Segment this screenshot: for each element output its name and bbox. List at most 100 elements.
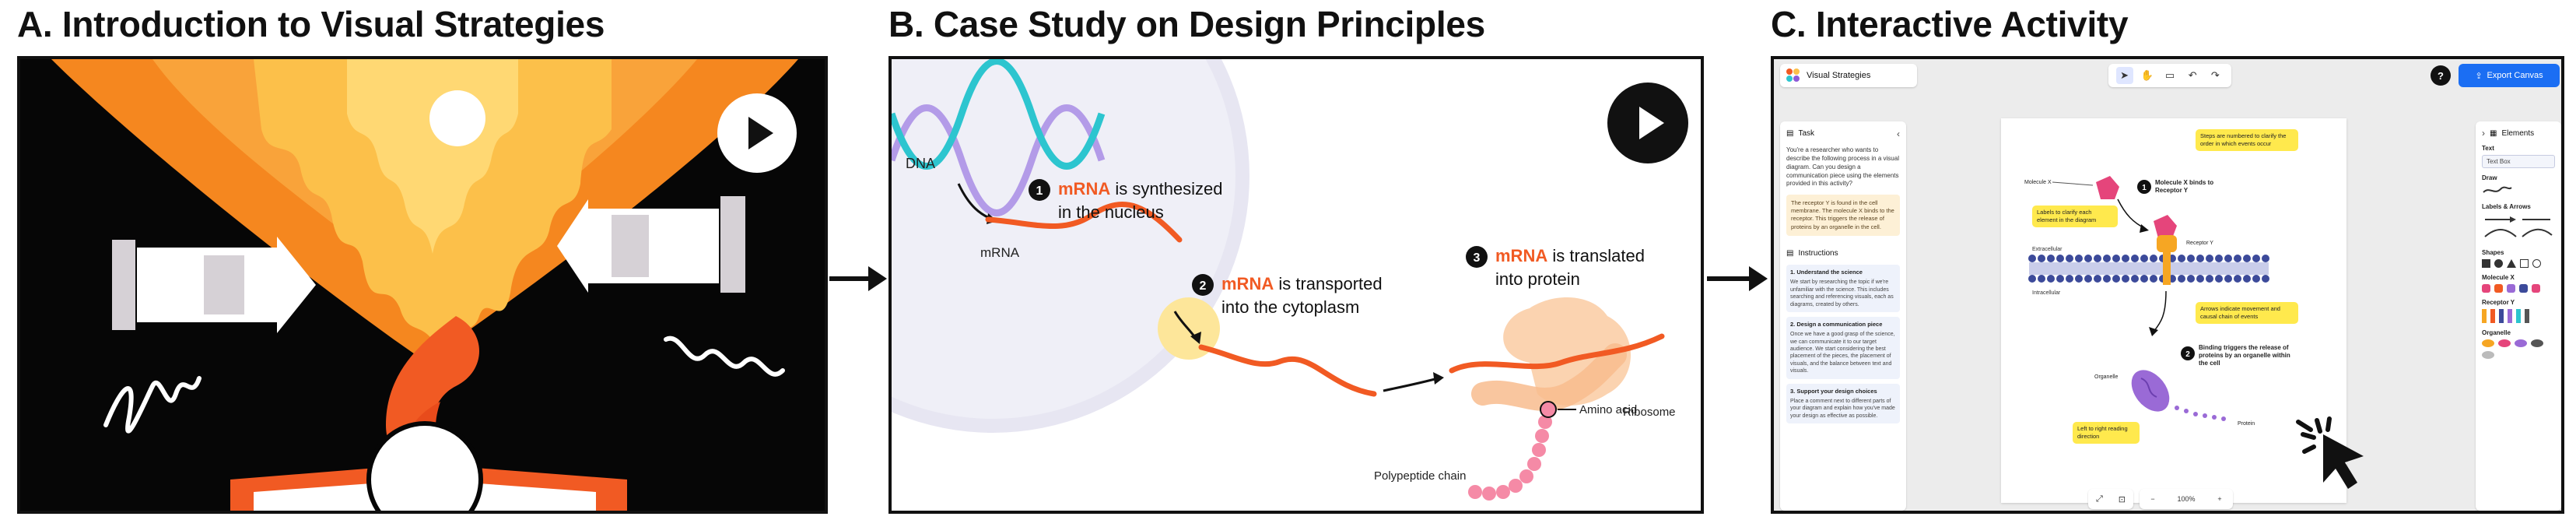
organelle-palette[interactable] xyxy=(2482,339,2555,359)
amino-acid-label: Amino acid xyxy=(1579,403,1637,416)
arrow-right-icon xyxy=(829,266,887,291)
elements-panel: › ▦ Elements Text Text Box Draw Labels &… xyxy=(2476,121,2561,511)
zoom-level: 100% xyxy=(2177,495,2196,503)
toolbar: ➤ ✋ ▭ ↶ ↷ xyxy=(2108,64,2231,87)
list-icon: ▤ xyxy=(1786,248,1794,258)
molecule-x-orange-icon[interactable] xyxy=(2494,284,2503,293)
select-tool-icon[interactable]: ➤ xyxy=(2115,67,2133,84)
receptor-y-palette[interactable] xyxy=(2482,309,2555,323)
arrow-elements-icon[interactable] xyxy=(2482,213,2555,241)
design-canvas[interactable]: Extracellular Intracellular Molecule X R… xyxy=(2001,118,2346,503)
molecule-x-pink-icon[interactable] xyxy=(2482,284,2490,293)
note-reading-direction[interactable]: Left to right reading direction xyxy=(2073,422,2140,444)
organelle-pink-icon[interactable] xyxy=(2498,339,2511,347)
molecule-x-blue-icon[interactable] xyxy=(2519,284,2528,293)
protein-label: Protein xyxy=(2238,421,2255,427)
circle-outline-icon[interactable] xyxy=(2532,259,2541,268)
molecule-x-section-label: Molecule X xyxy=(2482,274,2515,281)
arrow-right-icon xyxy=(1707,266,1768,291)
step-3-number: 3 xyxy=(1474,251,1481,265)
receptor-y-red-icon[interactable] xyxy=(2490,309,2495,323)
logo-icon xyxy=(1786,69,1800,83)
text-box-element[interactable]: Text Box xyxy=(2482,155,2555,168)
molecule-x-palette[interactable] xyxy=(2482,284,2555,293)
instruction-item: 1. Understand the science We start by re… xyxy=(1786,265,1900,313)
fit-screen-icon[interactable]: ⊡ xyxy=(2118,494,2126,504)
receptor-y-label: Receptor Y xyxy=(2186,241,2213,246)
visual-strategies-illustration xyxy=(51,59,798,511)
square-shape-icon[interactable] xyxy=(2482,259,2490,268)
shape-palette[interactable] xyxy=(2482,259,2555,268)
panel-a-title: A. Introduction to Visual Strategies xyxy=(17,4,605,44)
pointer-click-icon xyxy=(2296,416,2364,489)
play-icon[interactable] xyxy=(716,92,798,174)
molecule-x-label: Molecule X xyxy=(2024,180,2052,185)
panel-b-title: B. Case Study on Design Principles xyxy=(888,4,1485,44)
organelle-orange-icon[interactable] xyxy=(2482,339,2494,347)
step-1-label: mRNA is synthesized xyxy=(1058,179,1223,199)
app-logo[interactable]: Visual Strategies xyxy=(1780,64,1917,87)
play-icon[interactable] xyxy=(1606,81,1690,165)
receptor-y-section-label: Receptor Y xyxy=(2482,299,2515,306)
receptor-y-orange-icon[interactable] xyxy=(2482,309,2487,323)
labels-arrows-section-label: Labels & Arrows xyxy=(2482,203,2531,210)
canvas-step-1-text: Molecule X binds to Receptor Y xyxy=(2155,179,2214,194)
molecule-x-pink-icon[interactable] xyxy=(2532,284,2540,293)
step-1-line2: in the nucleus xyxy=(1058,202,1164,222)
task-heading: Task xyxy=(1798,129,1815,139)
canvas-step-1-number: 1 xyxy=(2142,184,2147,192)
step-1-number: 1 xyxy=(1036,184,1043,198)
collapse-left-icon[interactable]: ‹ xyxy=(1897,128,1900,139)
receptor-y-purple-icon[interactable] xyxy=(2508,309,2512,323)
circle-shape-icon[interactable] xyxy=(2494,259,2503,268)
redo-icon[interactable]: ↷ xyxy=(2210,69,2220,81)
triangle-shape-icon[interactable] xyxy=(2507,259,2516,268)
step-3-label: mRNA is translated xyxy=(1495,246,1645,265)
instruction-item: 3. Support your design choices Place a c… xyxy=(1786,383,1900,424)
undo-icon[interactable]: ↶ xyxy=(2188,69,2197,81)
bottom-controls: ⤢ ⊡ − 100% + xyxy=(1774,486,2561,511)
panel-c-title: C. Interactive Activity xyxy=(1771,4,2129,44)
step-2-line2: into the cytoplasm xyxy=(1221,297,1359,317)
step-2-number: 2 xyxy=(1200,279,1207,293)
panel-a-video[interactable] xyxy=(17,56,828,514)
cell-membrane xyxy=(2028,255,2269,283)
cell-signaling-diagram: Extracellular Intracellular Molecule X R… xyxy=(2024,176,2290,427)
organelle-label: Organelle xyxy=(2094,374,2118,380)
panel-b-case-study[interactable]: DNA mRNA 1 mRNA is synthesized in the nu… xyxy=(888,56,1704,514)
step-2-label: mRNA is transported xyxy=(1221,274,1383,293)
organelle-purple-icon[interactable] xyxy=(2515,339,2527,347)
square-outline-icon[interactable] xyxy=(2520,259,2529,268)
draw-pen-icon[interactable] xyxy=(2482,184,2513,195)
note-labels[interactable]: Labels to clarify each element in the di… xyxy=(2032,206,2118,227)
export-canvas-button[interactable]: ⇪ Export Canvas xyxy=(2459,64,2560,87)
hand-tool-icon[interactable]: ✋ xyxy=(2140,69,2154,81)
draw-section-label: Draw xyxy=(2482,174,2497,181)
receptor-y-blue-icon[interactable] xyxy=(2499,309,2504,323)
receptor-y-teal-icon[interactable] xyxy=(2516,309,2521,323)
task-prompt: The receptor Y is found in the cell memb… xyxy=(1786,195,1900,236)
note-numbered-steps[interactable]: Steps are numbered to clarify the order … xyxy=(2196,129,2298,151)
molecule-x-purple-icon[interactable] xyxy=(2507,284,2515,293)
text-section-label: Text xyxy=(2482,145,2494,152)
instructions-heading: Instructions xyxy=(1798,248,1838,258)
comment-tool-icon[interactable]: ▭ xyxy=(2164,69,2175,81)
mrna-process-diagram: DNA mRNA 1 mRNA is synthesized in the nu… xyxy=(892,59,1676,501)
receptor-y-grey-icon[interactable] xyxy=(2525,309,2529,323)
help-button[interactable]: ? xyxy=(2431,65,2451,86)
fullscreen-icon[interactable]: ⤢ xyxy=(2095,494,2103,504)
note-arrows[interactable]: Arrows indicate movement and causal chai… xyxy=(2196,302,2298,324)
intracellular-label: Intracellular xyxy=(2032,290,2061,296)
zoom-controls: − 100% + xyxy=(2140,489,2233,509)
task-panel: ▤ Task ‹ You're a researcher who wants t… xyxy=(1780,121,1906,511)
elements-grid-icon: ▦ xyxy=(2490,128,2497,138)
zoom-out-button[interactable]: − xyxy=(2150,495,2155,503)
organelle-grey-icon[interactable] xyxy=(2531,339,2543,347)
shapes-section-label: Shapes xyxy=(2482,249,2504,256)
mrna-label: mRNA xyxy=(980,245,1020,260)
document-icon: ▤ xyxy=(1786,129,1794,139)
organelle-light-icon[interactable] xyxy=(2482,351,2494,359)
organelle-section-label: Organelle xyxy=(2482,329,2511,336)
zoom-in-button[interactable]: + xyxy=(2217,495,2222,503)
collapse-right-icon[interactable]: › xyxy=(2482,128,2485,139)
